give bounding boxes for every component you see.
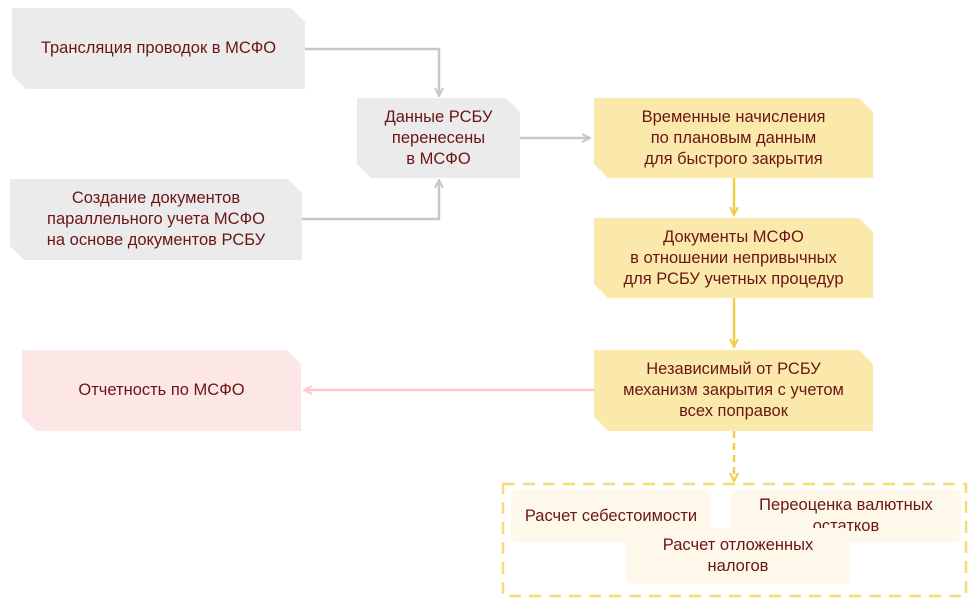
node-closing-mechanism: Независимый от РСБУ механизм закрытия с … xyxy=(594,350,873,431)
node-temp-accruals: Временные начисления по плановым данным … xyxy=(594,98,873,178)
procedures-group-border xyxy=(501,482,968,598)
node-parallel-docs: Создание документов параллельного учета … xyxy=(10,179,302,260)
node-rsbu-transferred: Данные РСБУ перенесены в МСФО xyxy=(357,98,520,178)
sub-deferred-tax: Расчет отложенных налогов xyxy=(626,528,850,584)
node-translation: Трансляция проводок в МСФО xyxy=(12,8,305,89)
procedures-group: Расчет себестоимости Переоценка валютных… xyxy=(503,484,966,596)
node-ifrs-docs: Документы МСФО в отношении непривычных д… xyxy=(594,218,873,298)
arrow-translation-to-rsbu xyxy=(305,47,439,96)
node-ifrs-reporting: Отчетность по МСФО xyxy=(22,350,301,431)
arrow-parallel-to-rsbu xyxy=(302,180,439,221)
